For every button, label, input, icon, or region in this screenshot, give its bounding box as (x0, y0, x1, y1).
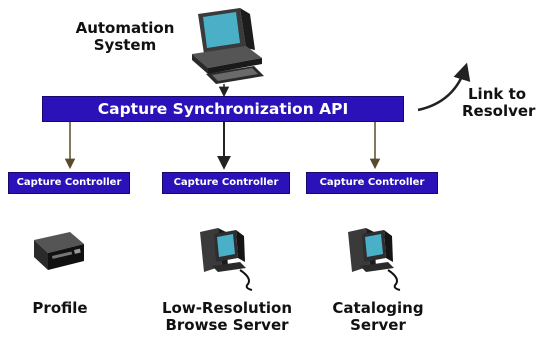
automation-system-label-line1: Automation (75, 19, 175, 37)
automation-system-label: Automation System (60, 20, 190, 54)
resolver-label-line2: Resolver (462, 102, 536, 120)
profile-label: Profile (10, 300, 110, 317)
browse-server-label-line2: Browse Server (165, 316, 289, 334)
resolver-arrow (417, 62, 471, 112)
link-to-resolver-label: Link to Resolver (462, 86, 548, 120)
low-resolution-browse-server-label: Low-Resolution Browse Server (142, 300, 312, 334)
browse-server-label-line1: Low-Resolution (161, 299, 293, 317)
capture-controller-3: Capture Controller (306, 172, 438, 194)
capture-synchronization-api-bar: Capture Synchronization API (42, 96, 404, 122)
resolver-label-line1: Link to (468, 85, 527, 103)
server-workstation-icon (348, 228, 401, 291)
cataloging-server-label: Cataloging Server (318, 300, 438, 334)
automation-system-label-line2: System (93, 36, 157, 54)
server-workstation-icon (200, 228, 253, 291)
cataloging-server-label-line2: Server (350, 316, 406, 334)
profile-label-line1: Profile (32, 299, 88, 317)
workstation-icon (192, 8, 264, 84)
video-recorder-icon (34, 232, 84, 270)
cataloging-server-label-line1: Cataloging (332, 299, 424, 317)
capture-controller-2: Capture Controller (162, 172, 290, 194)
capture-controller-1: Capture Controller (8, 172, 130, 194)
